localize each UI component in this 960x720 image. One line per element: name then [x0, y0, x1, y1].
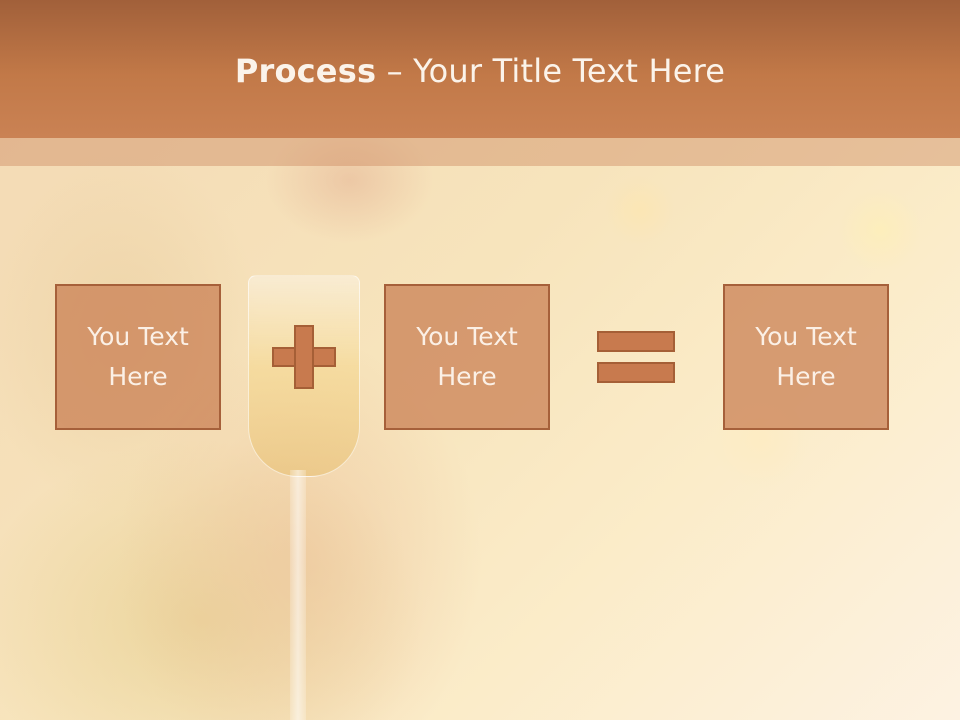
- process-box-2-label: You Text Here: [416, 322, 518, 391]
- title-bar: [0, 0, 960, 138]
- process-box-1[interactable]: You Text Here: [55, 284, 221, 430]
- slide-title: Process – Your Title Text Here: [0, 52, 960, 90]
- equals-icon: [597, 331, 675, 383]
- slide-title-rest: – Your Title Text Here: [376, 52, 726, 90]
- slide-title-bold: Process: [234, 52, 377, 90]
- plus-icon: [272, 325, 336, 389]
- process-box-1-label: You Text Here: [87, 322, 189, 391]
- process-box-3-label: You Text Here: [755, 322, 857, 391]
- process-box-3[interactable]: You Text Here: [723, 284, 889, 430]
- title-band: [0, 138, 960, 166]
- process-box-2[interactable]: You Text Here: [384, 284, 550, 430]
- glass-stem: [290, 470, 306, 720]
